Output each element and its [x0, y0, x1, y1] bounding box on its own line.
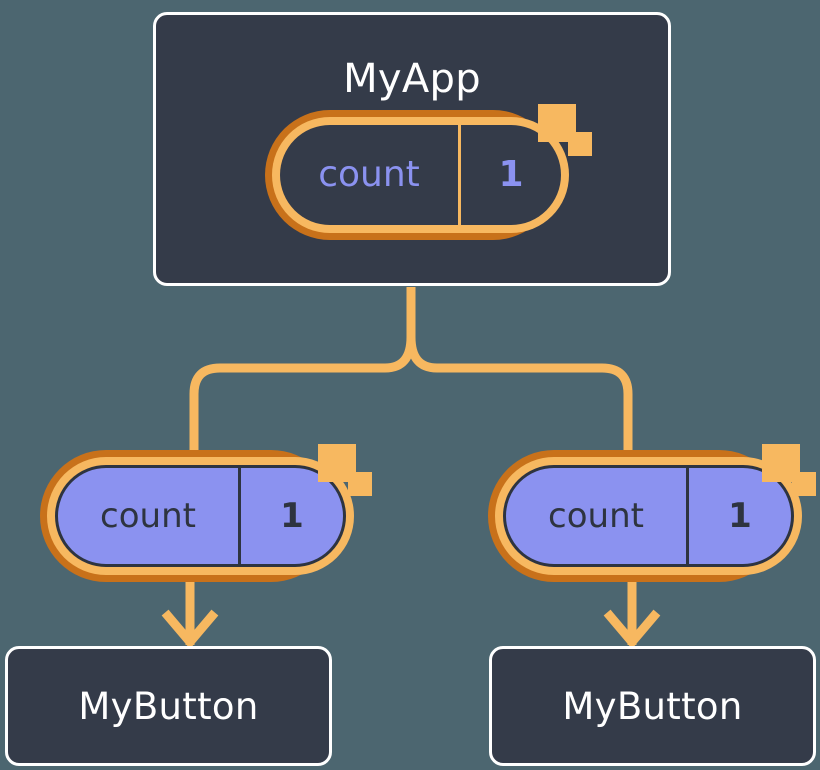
state-pill-myapp[interactable]: count 1 [265, 110, 569, 240]
state-value-label: 1 [498, 154, 524, 195]
state-pill-ring: count 1 [47, 457, 354, 575]
state-value-label: 1 [728, 496, 752, 536]
state-pill-divider [686, 468, 689, 564]
connector-arrow-left-head [161, 609, 219, 649]
state-pill-body: count 1 [55, 465, 346, 567]
component-card-mybutton-right[interactable]: MyButton [489, 646, 816, 766]
component-title-myapp: MyApp [343, 56, 481, 102]
sparkle-small-icon [348, 472, 372, 496]
state-pill-child-right[interactable]: count 1 [488, 450, 802, 582]
state-key-label: count [318, 154, 420, 195]
connector-arrow-right-head [603, 609, 661, 649]
state-value-label: 1 [280, 496, 304, 536]
state-pill-ring: count 1 [495, 457, 802, 575]
component-title-mybutton-right: MyButton [562, 684, 743, 728]
state-pill-body: count 1 [503, 465, 794, 567]
state-pill-body: count 1 [280, 125, 561, 225]
state-pill-ring: count 1 [272, 117, 569, 233]
state-pill-child-left[interactable]: count 1 [40, 450, 354, 582]
state-key-label: count [548, 496, 644, 536]
state-key-label: count [100, 496, 196, 536]
connector-branch-right [406, 336, 633, 452]
state-pill-divider [458, 125, 461, 225]
component-title-mybutton-left: MyButton [78, 684, 259, 728]
state-pill-divider [238, 468, 241, 564]
component-card-mybutton-left[interactable]: MyButton [5, 646, 332, 766]
connector-branch-left [189, 336, 416, 452]
